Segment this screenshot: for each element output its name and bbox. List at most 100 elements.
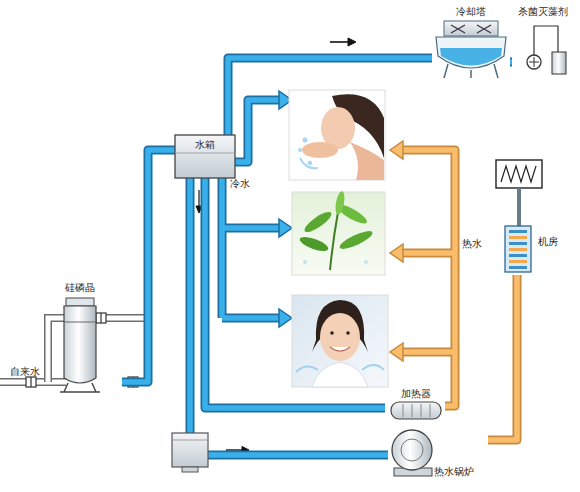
fan-unit xyxy=(496,160,542,188)
boiler-shape xyxy=(388,428,488,488)
flow-arrowhead xyxy=(279,219,292,237)
eye xyxy=(346,331,350,335)
riser-pipe xyxy=(517,188,521,228)
water-splash xyxy=(300,158,318,168)
water-drop xyxy=(303,138,308,143)
photo-face-washing xyxy=(289,90,385,180)
face xyxy=(320,313,360,361)
heater: 加热器 xyxy=(385,388,447,422)
heater-body xyxy=(391,402,441,419)
pipe-outline xyxy=(190,178,388,455)
flow-arrowhead xyxy=(390,244,403,262)
tank-body xyxy=(172,433,208,467)
photo-frame xyxy=(289,90,385,180)
flow-arrowhead xyxy=(279,309,292,327)
pipe-outline xyxy=(122,150,175,382)
pipe-fill xyxy=(122,150,175,382)
heater-coil xyxy=(412,404,413,417)
filter-shape xyxy=(38,282,122,394)
leaf xyxy=(302,209,334,236)
pipe-fill xyxy=(402,150,455,406)
pipe-label: 热水 xyxy=(462,238,482,250)
node-label: 机房 xyxy=(538,236,566,248)
pipe-outline xyxy=(222,224,280,233)
pump-mark xyxy=(529,57,539,67)
pipe-fill xyxy=(510,59,512,65)
smile xyxy=(330,347,350,351)
pipe-fill xyxy=(219,178,225,318)
flow-arrowhead xyxy=(390,343,403,361)
filter-head xyxy=(66,298,94,306)
tank-base xyxy=(182,467,198,472)
indicator-head xyxy=(348,38,356,46)
silicon-phosphate-filter: 硅磷晶 xyxy=(38,282,122,394)
photo-leaves xyxy=(292,190,385,275)
node-label: 加热器 xyxy=(385,388,447,400)
small-tank xyxy=(172,433,208,472)
leaf xyxy=(338,228,375,252)
unit-stripe xyxy=(509,236,527,239)
pipe-connector xyxy=(205,178,385,408)
tower-basin xyxy=(436,37,506,68)
pipe-outline xyxy=(402,150,455,406)
chemical-tank xyxy=(552,52,566,74)
cooling-tower: 冷却塔 xyxy=(432,6,510,78)
heater-coil xyxy=(421,404,422,417)
indicator-line xyxy=(226,449,244,450)
node-label: 冷却塔 xyxy=(432,6,510,18)
pipe-outline xyxy=(228,58,432,135)
photo-smiling-face xyxy=(292,295,388,387)
unit-stripe xyxy=(509,266,527,269)
stem xyxy=(330,212,338,270)
pipe-outline xyxy=(0,378,66,386)
leaf xyxy=(334,190,346,215)
water-drop xyxy=(298,148,302,152)
water-drop xyxy=(364,260,368,264)
indicator-line xyxy=(198,190,199,208)
pipe-fill xyxy=(48,318,148,382)
indicator-line xyxy=(330,41,350,43)
node-label: 水箱 xyxy=(175,139,235,151)
flow-arrowhead xyxy=(390,141,403,159)
pipe-fill xyxy=(402,250,455,256)
pipe-connector xyxy=(510,62,512,63)
water-drop xyxy=(308,161,312,165)
hot-water-boiler: 热水锅炉 xyxy=(388,428,488,488)
pipe-outline xyxy=(205,178,385,408)
boiler-drum xyxy=(392,430,432,470)
pump-body xyxy=(527,55,541,69)
filter-stand xyxy=(60,383,100,392)
tank-rim xyxy=(175,153,235,154)
pipe-outline xyxy=(222,314,280,323)
valve-mark xyxy=(100,313,101,323)
boiler-door xyxy=(401,439,423,461)
water-tank: 水箱 xyxy=(175,135,235,178)
neck xyxy=(350,142,384,180)
pipe-fill xyxy=(222,225,280,231)
pipe-outline xyxy=(235,100,280,162)
water-splash xyxy=(296,366,318,372)
heater-coil xyxy=(430,404,431,417)
basin-water xyxy=(440,48,502,66)
valve-body xyxy=(26,377,36,387)
heater-coil xyxy=(403,404,404,417)
pipe-outline xyxy=(510,58,512,67)
inlet-label: 自来水 xyxy=(10,366,40,378)
pipe-fill xyxy=(402,349,455,355)
node-label: 杀菌灭藻剂 xyxy=(512,6,574,18)
eye xyxy=(330,331,334,335)
pipe-outline xyxy=(48,318,148,382)
water-splash xyxy=(362,365,384,370)
pipe-fill xyxy=(205,178,385,408)
pipe-outline xyxy=(218,178,227,318)
hot-water-pipes xyxy=(390,141,455,406)
filter-vessel xyxy=(64,306,96,383)
pipe-label: 冷水 xyxy=(230,178,250,190)
fan-housing xyxy=(444,21,498,36)
tank-body xyxy=(175,135,235,178)
fan-coil xyxy=(501,166,536,182)
pipe-connector xyxy=(190,178,388,455)
